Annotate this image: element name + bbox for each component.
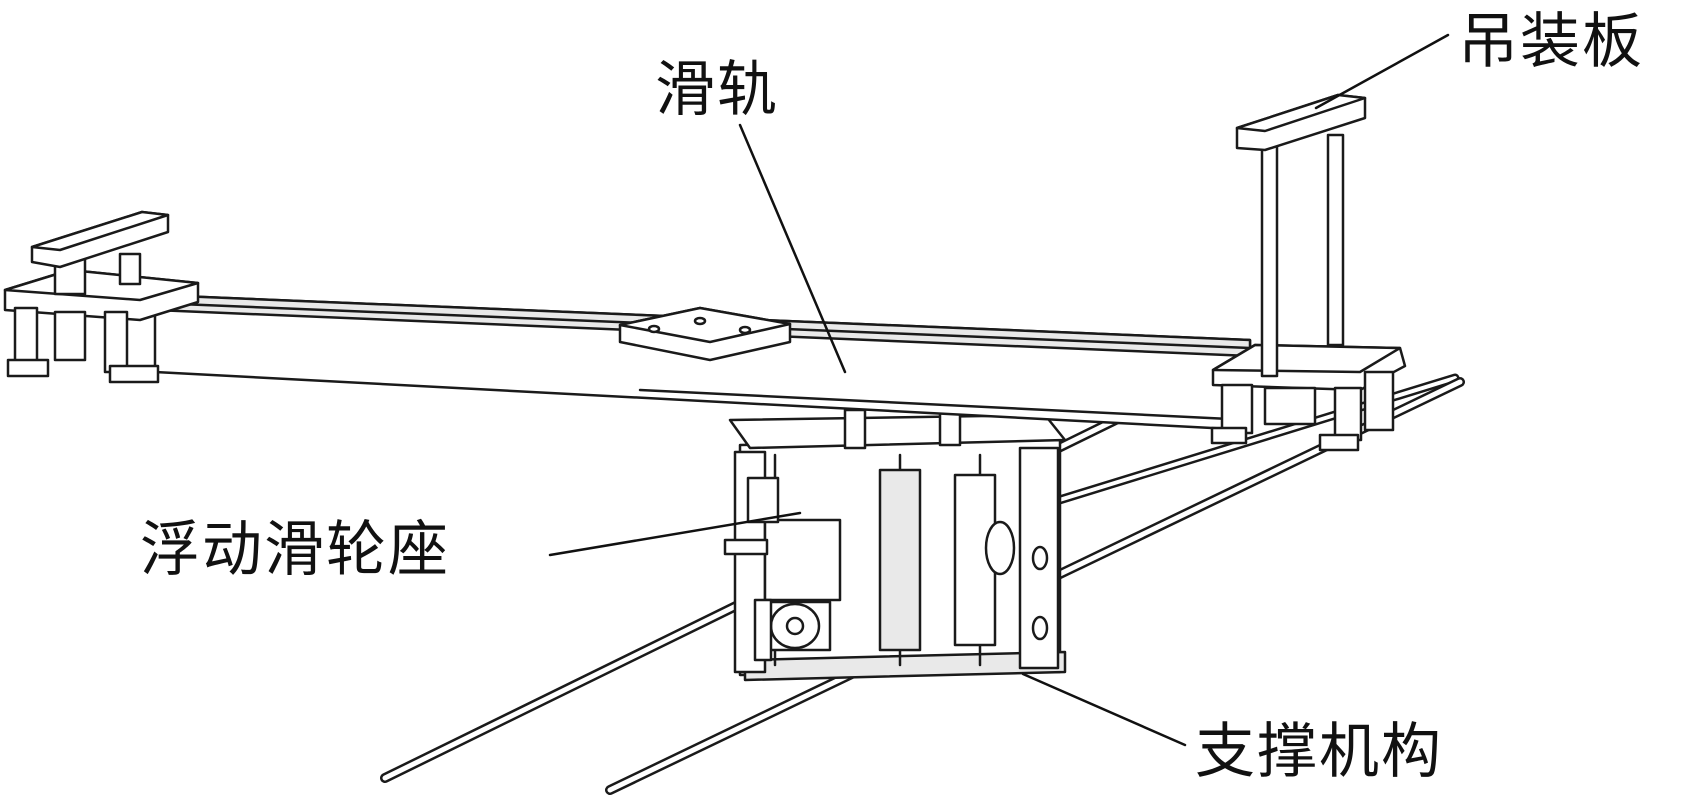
lifting-plate	[1235, 93, 1367, 378]
left-top-plate	[30, 210, 170, 269]
leader-lifting-plate	[1314, 33, 1450, 110]
left-end-block	[3, 252, 200, 384]
leader-slide-rail	[738, 123, 847, 374]
rail-carriage	[618, 306, 792, 362]
leader-support-mechanism	[1021, 672, 1187, 747]
label-floating-pulley-seat: 浮动滑轮座	[140, 515, 450, 585]
label-support-mechanism: 支撑机构	[1195, 717, 1443, 787]
label-lifting-plate: 吊装板	[1458, 7, 1644, 77]
label-slide-rail: 滑轨	[655, 55, 779, 125]
leader-floating-pulley-seat	[548, 511, 802, 557]
right-end-block	[1210, 343, 1407, 452]
floating-pulley-seat	[723, 476, 842, 662]
